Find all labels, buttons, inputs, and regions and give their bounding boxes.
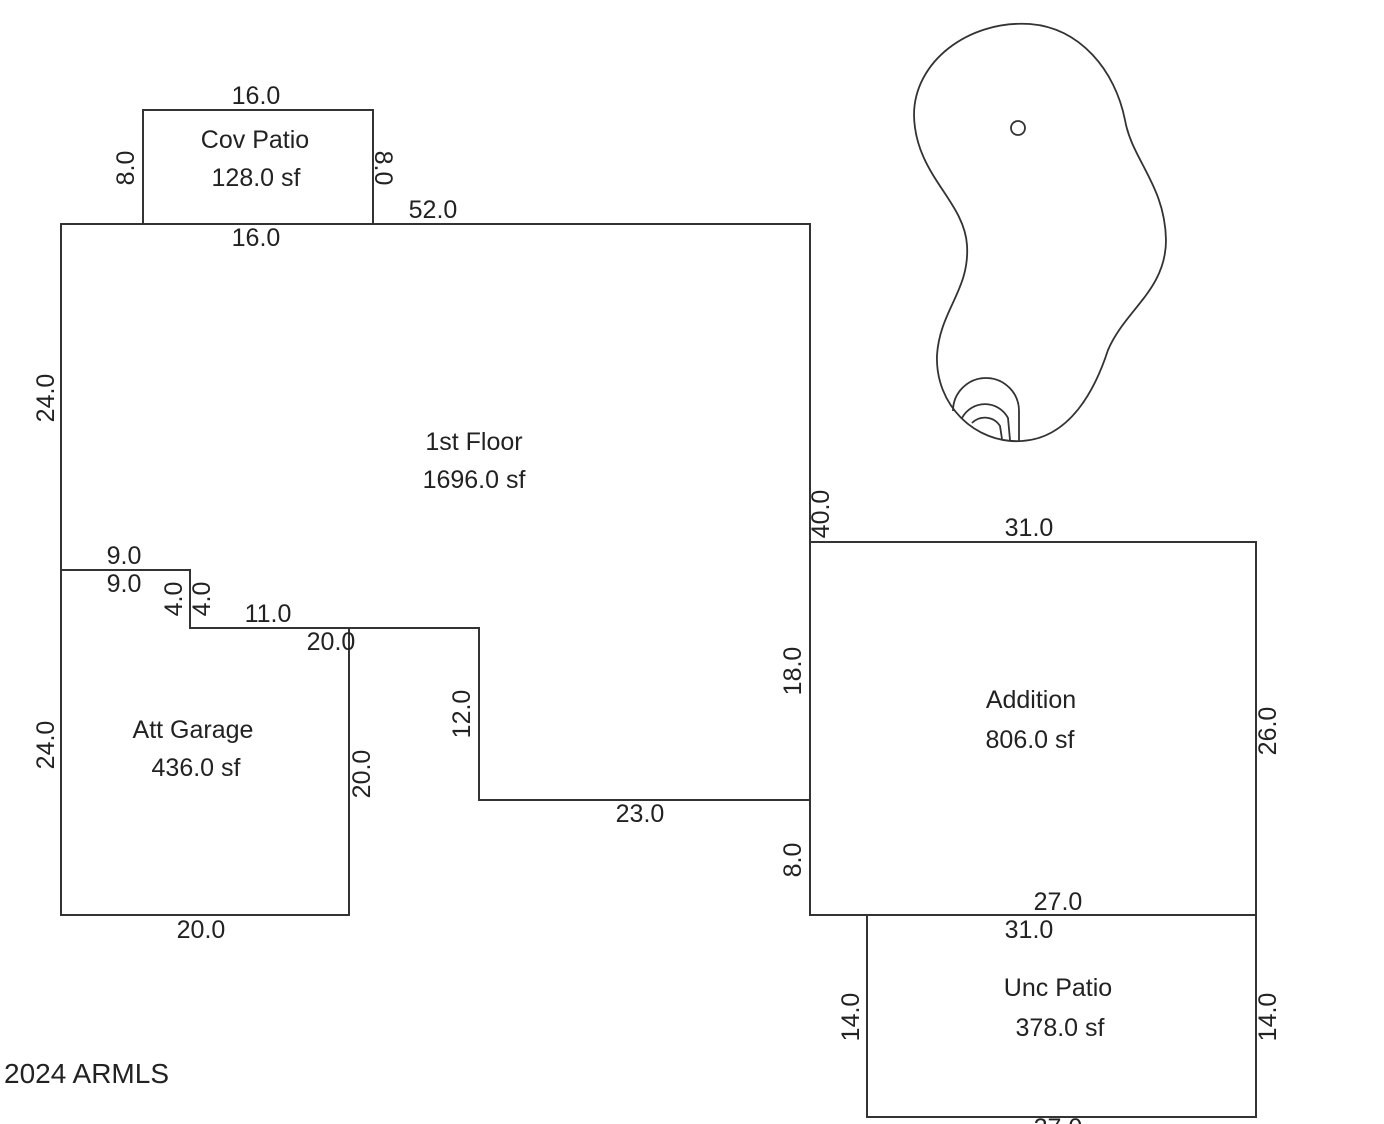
unc-patio-right-dim: 14.0 [1254,993,1282,1042]
att-garage-step-top-dim: 9.0 [107,570,142,598]
att-garage-area: 436.0 sf [152,754,241,782]
cov-patio-area: 128.0 sf [212,164,301,192]
first-floor-outline [60,223,811,801]
first-floor-area: 1696.0 sf [423,466,526,494]
copyright-watermark: 2024 ARMLS [4,1058,169,1089]
first-floor-name: 1st Floor [425,428,522,456]
att-garage-top-dim: 20.0 [307,628,356,656]
cov-patio-name: Cov Patio [201,126,309,154]
first-floor-inner-vertical-dim: 12.0 [448,690,476,739]
att-garage-name: Att Garage [133,716,254,744]
cov-patio-outline [142,109,374,224]
addition-right-dim: 26.0 [1254,707,1282,756]
unc-patio-top-dim: 31.0 [1005,916,1054,944]
first-floor-right-dim: 40.0 [807,490,835,539]
first-floor-right-lowest-dim: 8.0 [779,843,807,878]
unc-patio-outline [866,915,1257,1118]
first-floor-right-lower-dim: 18.0 [779,647,807,696]
pool-shape [913,22,1167,442]
unc-patio-bottom-dim: 27.0 [1034,1114,1083,1124]
addition-name: Addition [986,686,1076,714]
first-floor-step-top-dim: 9.0 [107,542,142,570]
first-floor-top-dim: 52.0 [409,196,458,224]
addition-top-dim: 31.0 [1005,514,1054,542]
att-garage-step-side-dim: 4.0 [160,582,188,617]
cov-patio-left-dim: 8.0 [112,151,140,186]
addition-outline [809,541,1257,916]
first-floor-step-side-dim: 4.0 [188,582,216,617]
first-floor-step-run-dim: 11.0 [245,600,292,628]
first-floor-left-dim: 24.0 [32,374,60,423]
att-garage-bottom-dim: 20.0 [177,916,226,944]
unc-patio-left-dim: 14.0 [837,993,865,1042]
first-floor-bottom-dim: 23.0 [616,800,665,828]
att-garage-right-dim: 20.0 [348,750,376,799]
cov-patio-top-dim: 16.0 [232,82,281,110]
att-garage-left-dim: 24.0 [32,721,60,770]
unc-patio-area: 378.0 sf [1016,1014,1105,1042]
cov-patio-right-dim: 8.0 [369,151,397,186]
cov-patio-bottom-dim: 16.0 [232,224,281,252]
addition-area: 806.0 sf [986,726,1075,754]
addition-bottom-dim: 27.0 [1034,888,1083,916]
unc-patio-name: Unc Patio [1004,974,1112,1002]
att-garage-outline [60,569,350,916]
